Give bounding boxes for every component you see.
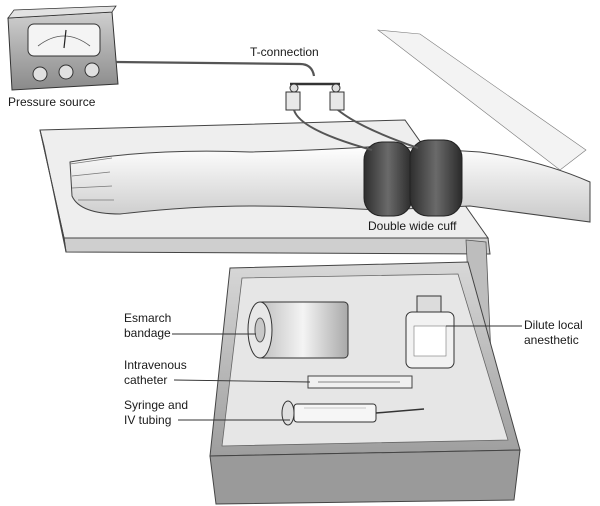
esmarch-bandage-roll <box>247 301 349 359</box>
label-catheter-line-1: Intravenous <box>124 358 187 372</box>
label-intravenous-catheter: Intravenous catheter <box>124 358 190 387</box>
label-double-wide-cuff: Double wide cuff <box>368 219 457 233</box>
label-catheter-line-2: catheter <box>124 373 167 387</box>
label-pressure-source: Pressure source <box>8 95 96 109</box>
label-anesthetic-line-2: anesthetic <box>524 333 579 347</box>
iv-catheter-package <box>307 375 413 389</box>
anesthetic-bottle <box>405 295 455 369</box>
leader-catheter <box>173 379 311 383</box>
label-esmarch-bandage: Esmarch bandage <box>124 311 175 340</box>
gauge-dial-icon <box>27 23 101 57</box>
label-syringe-tubing: Syringe and IV tubing <box>124 398 191 427</box>
label-esmarch-line-2: bandage <box>124 326 171 340</box>
label-syringe-line-2: IV tubing <box>124 413 171 427</box>
label-t-connection: T-connection <box>250 45 319 59</box>
label-dilute-local-anesthetic: Dilute local anesthetic <box>524 318 586 347</box>
syringe <box>281 400 425 426</box>
t-connection-fitting <box>285 82 419 151</box>
pressure-source-device <box>7 5 119 91</box>
control-knob-icons <box>32 62 100 82</box>
pressure-tubing <box>115 60 316 77</box>
double-wide-cuff <box>363 139 463 217</box>
label-syringe-line-1: Syringe and <box>124 398 188 412</box>
label-esmarch-line-1: Esmarch <box>124 311 171 325</box>
label-anesthetic-line-1: Dilute local <box>524 318 583 332</box>
